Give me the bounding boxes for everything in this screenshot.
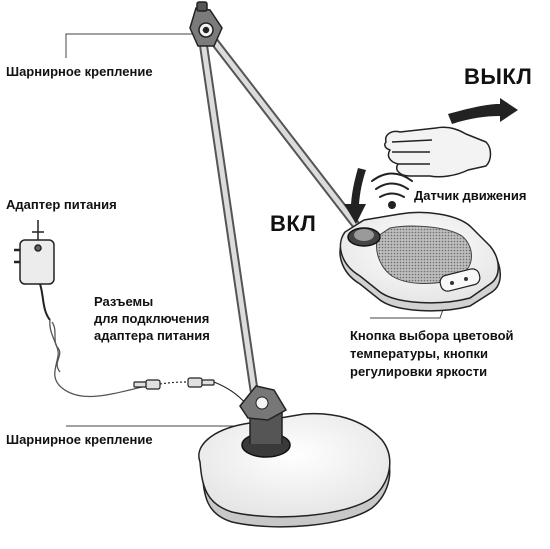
- off-label: ВЫКЛ: [464, 64, 533, 89]
- hinge-bottom-label: Шарнирное крепление: [6, 432, 153, 447]
- leader-hinge-top: [65, 33, 196, 58]
- hinge-top-label: Шарнирное крепление: [6, 64, 153, 79]
- lamp-base: [198, 385, 391, 528]
- button-label-line3: регулировки яркости: [350, 364, 488, 379]
- adapter-label: Адаптер питания: [6, 197, 117, 212]
- connector-pair: [133, 377, 247, 405]
- connectors-label-line3: адаптера питания: [94, 328, 210, 343]
- hand-icon: [384, 126, 492, 178]
- motion-waves-icon: [371, 172, 413, 209]
- connectors-label-line2: для подключения: [94, 311, 210, 326]
- button-label-line2: температуры, кнопки: [350, 346, 488, 361]
- motion-sensor-label: Датчик движения: [414, 188, 527, 203]
- lamp-arm: [198, 31, 361, 395]
- connectors-label-line1: Разъемы: [94, 294, 154, 309]
- button-label-line1: Кнопка выбора цветовой: [350, 328, 514, 343]
- on-label: ВКЛ: [270, 211, 317, 236]
- power-cable: [49, 319, 147, 398]
- arrow-off: [448, 98, 518, 124]
- plug-icon: [14, 220, 55, 321]
- lamp-head: [339, 211, 501, 312]
- arrow-on: [344, 168, 366, 224]
- top-hinge: [189, 1, 223, 47]
